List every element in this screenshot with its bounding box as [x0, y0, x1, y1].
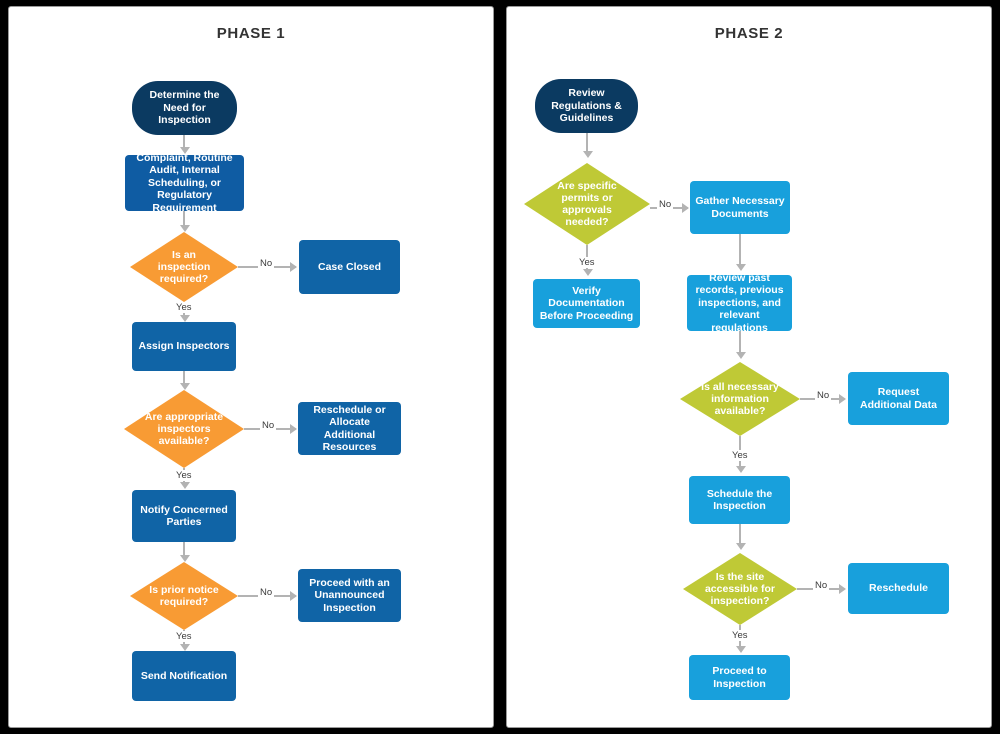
- node-label: Determine the Need for Inspection: [149, 89, 220, 127]
- node-notify-parties[interactable]: Notify Concerned Parties: [132, 490, 236, 542]
- node-schedule-inspection[interactable]: Schedule the Inspection: [689, 476, 790, 524]
- arrow-accessible-yes: [736, 646, 746, 653]
- diamond-shape-icon: [524, 163, 650, 245]
- node-reschedule-allocate[interactable]: Reschedule or Allocate Additional Resour…: [298, 402, 401, 455]
- arrow-decision2-no: [290, 424, 297, 434]
- node-label: Notify Concerned Parties: [140, 503, 228, 529]
- diamond-shape-icon: [124, 390, 244, 468]
- decision-permits-needed[interactable]: Are specific permits or approvals needed…: [524, 163, 650, 245]
- connector-trigger-to-decision1: [183, 211, 185, 227]
- diamond-shape-icon: [130, 562, 238, 630]
- node-reschedule[interactable]: Reschedule: [848, 563, 949, 614]
- arrow-decision1-no: [290, 262, 297, 272]
- arrow-trigger-to-decision1: [180, 225, 190, 232]
- node-assign-inspectors[interactable]: Assign Inspectors: [132, 322, 236, 371]
- edge-label-yes: Yes: [730, 630, 750, 641]
- decision-prior-notice[interactable]: Is prior notice required?: [130, 562, 238, 630]
- edge-label-no: No: [260, 420, 277, 431]
- node-case-closed[interactable]: Case Closed: [299, 240, 400, 294]
- decision-site-accessible[interactable]: Is the site accessible for inspection?: [683, 553, 797, 625]
- node-label: Request Additional Data: [859, 386, 937, 411]
- node-label: Are specific permits or approvals needed…: [557, 180, 617, 228]
- edge-label-no: No: [813, 580, 830, 591]
- node-unannounced-inspection[interactable]: Proceed with an Unannounced Inspection: [298, 569, 401, 622]
- node-request-additional-data[interactable]: Request Additional Data: [848, 372, 949, 425]
- node-determine-need[interactable]: Determine the Need for Inspection: [132, 81, 237, 135]
- node-label: Is prior notice required?: [149, 584, 219, 608]
- arrow-information-yes: [736, 466, 746, 473]
- node-label: Reschedule or Allocate Additional Resour…: [313, 403, 386, 454]
- node-label: Gather Necessary Documents: [695, 195, 785, 220]
- arrow-gather-to-review: [736, 264, 746, 271]
- edge-label-no: No: [657, 199, 674, 210]
- connector-start-to-trigger: [183, 135, 185, 149]
- edge-label-no: No: [258, 258, 275, 269]
- node-label: Reschedule: [869, 582, 928, 595]
- node-review-records[interactable]: Review past records, previous inspection…: [687, 272, 792, 334]
- edge-label-yes: Yes: [174, 470, 194, 481]
- node-label: Send Notification: [140, 669, 228, 682]
- decision-inspectors-available[interactable]: Are appropriate inspectors available?: [124, 390, 244, 468]
- node-label: Proceed to Inspection: [712, 665, 767, 690]
- arrow-decision3-no: [290, 591, 297, 601]
- arrow-assign-to-decision2: [180, 383, 190, 390]
- node-label: Is the site accessible for inspection?: [704, 571, 776, 607]
- node-label: Review Regulations & Guidelines: [551, 87, 622, 125]
- edge-label-yes: Yes: [730, 450, 750, 461]
- arrow-information-no: [839, 394, 846, 404]
- node-gather-documents[interactable]: Gather Necessary Documents: [690, 181, 790, 234]
- arrow-start2-to-decision: [583, 151, 593, 158]
- edge-label-yes: Yes: [174, 302, 194, 313]
- edge-label-yes: Yes: [577, 257, 597, 268]
- phase-1-title: PHASE 1: [216, 25, 286, 42]
- arrow-permits-yes: [583, 269, 593, 276]
- phase-2-title: PHASE 2: [714, 25, 784, 42]
- edge-label-no: No: [815, 390, 832, 401]
- node-verify-documentation[interactable]: Verify Documentation Before Proceeding: [533, 279, 640, 328]
- node-label: Is all necessary information available?: [701, 381, 779, 417]
- node-send-notification[interactable]: Send Notification: [132, 651, 236, 701]
- node-label: Schedule the Inspection: [706, 487, 773, 513]
- node-label: Are appropriate inspectors available?: [144, 411, 224, 447]
- phase-1-panel: PHASE 1: [8, 6, 494, 728]
- diamond-shape-icon: [130, 232, 238, 302]
- node-label: Is an inspection required?: [157, 249, 211, 285]
- node-proceed-to-inspection[interactable]: Proceed to Inspection: [689, 655, 790, 700]
- node-label: Review past records, previous inspection…: [695, 271, 784, 334]
- connector-notify-to-decision3: [183, 542, 185, 557]
- node-complaint-trigger[interactable]: Complaint, Routine Audit, Internal Sched…: [125, 152, 244, 214]
- diamond-shape-icon: [680, 362, 800, 436]
- connector-review-to-decision: [739, 331, 741, 355]
- decision-information-available[interactable]: Is all necessary information available?: [680, 362, 800, 436]
- arrow-permits-no: [682, 203, 689, 213]
- arrow-decision3-yes: [180, 644, 190, 651]
- node-label: Complaint, Routine Audit, Internal Sched…: [136, 151, 233, 214]
- arrow-accessible-no: [839, 584, 846, 594]
- connector-schedule-to-decision: [739, 524, 741, 546]
- edge-label-yes: Yes: [174, 631, 194, 642]
- node-review-regulations[interactable]: Review Regulations & Guidelines: [535, 79, 638, 133]
- arrow-schedule-to-decision: [736, 543, 746, 550]
- edge-label-no: No: [258, 587, 275, 598]
- node-label: Verify Documentation Before Proceeding: [539, 284, 634, 322]
- connector-gather-to-review: [739, 234, 741, 267]
- node-label: Proceed with an Unannounced Inspection: [309, 576, 390, 614]
- arrow-review-to-decision: [736, 352, 746, 359]
- node-label: Assign Inspectors: [138, 340, 230, 353]
- arrow-start-to-trigger: [180, 147, 190, 154]
- arrow-notify-to-decision3: [180, 555, 190, 562]
- node-label: Case Closed: [317, 260, 382, 273]
- decision-inspection-required[interactable]: Is an inspection required?: [130, 232, 238, 302]
- connector-assign-to-decision2: [183, 371, 185, 385]
- arrow-decision1-yes: [180, 315, 190, 322]
- diamond-shape-icon: [683, 553, 797, 625]
- connector-start2-to-decision: [586, 133, 588, 153]
- arrow-decision2-yes: [180, 482, 190, 489]
